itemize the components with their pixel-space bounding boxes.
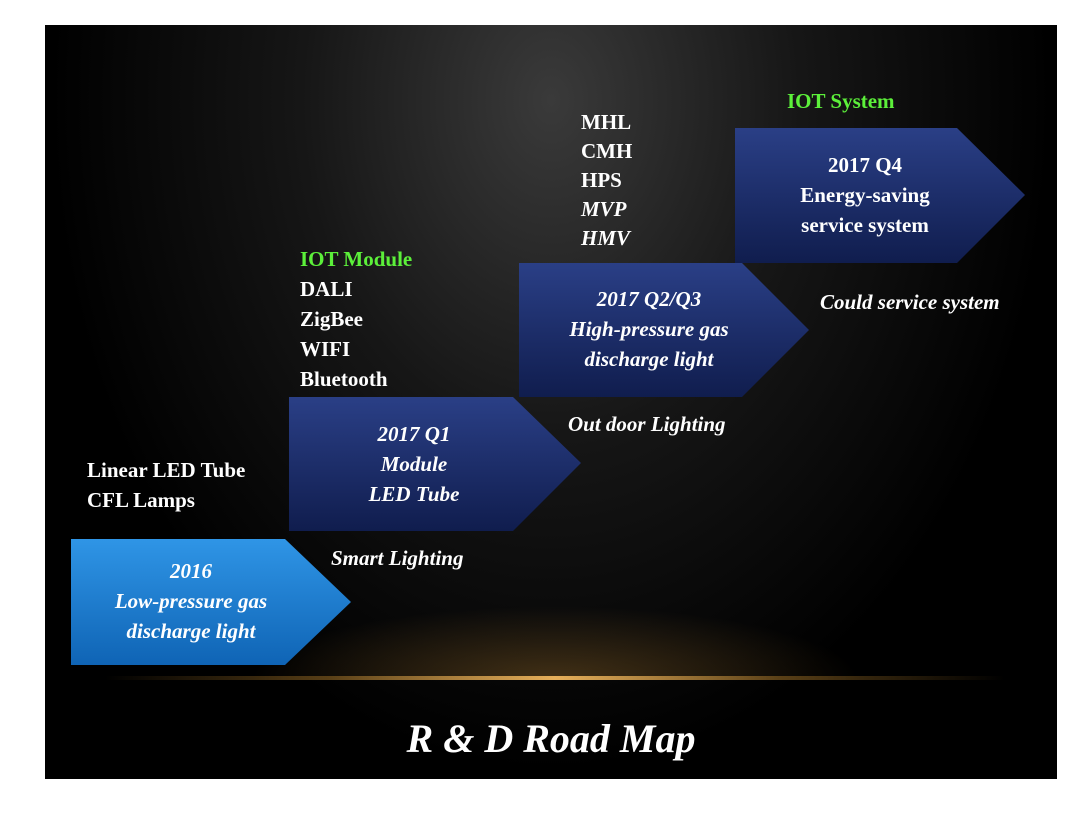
arrows-layer	[71, 128, 1025, 665]
cloud-service-label: Could service system	[820, 290, 1000, 314]
lamp-type-item: HPS	[581, 168, 622, 192]
stage-line: Low-pressure gas	[114, 589, 268, 613]
stage-arrow-2017-q2q3	[519, 263, 809, 397]
product-item: Linear LED Tube	[87, 458, 246, 482]
iot-module-heading: IOT Module	[300, 247, 413, 271]
iot-system-heading: IOT System	[787, 89, 895, 113]
stage-2016-text: 2016 Low-pressure gas discharge light	[71, 556, 311, 646]
stage-line: discharge light	[126, 619, 256, 643]
protocol-item: Bluetooth	[300, 367, 388, 391]
protocol-item: WIFI	[300, 337, 351, 361]
roadmap-slide: 2016 Low-pressure gas discharge light 20…	[45, 25, 1057, 779]
stage-line: LED Tube	[368, 482, 460, 506]
stage-year: 2017 Q2/Q3	[596, 287, 702, 311]
slide-title: R & D Road Map	[406, 716, 696, 761]
outdoor-lighting-label: Out door Lighting	[568, 412, 726, 436]
stage-year: 2017 Q4	[827, 153, 903, 177]
stage-2017-q2q3-text: 2017 Q2/Q3 High-pressure gas discharge l…	[519, 284, 779, 374]
stage-line: discharge light	[584, 347, 714, 371]
stage-line: Energy-saving	[800, 183, 930, 207]
stage-arrow-2016	[71, 539, 351, 665]
stage-line: service system	[801, 213, 929, 237]
lamp-types-list: MHL CMH HPS MVP HMV	[581, 108, 632, 253]
lamp-type-item: MHL	[581, 110, 632, 134]
iot-module-list: IOT Module DALI ZigBee WIFI Bluetooth	[300, 244, 412, 394]
product-item: CFL Lamps	[87, 488, 195, 512]
lamp-type-item: MVP	[581, 197, 627, 221]
floor-glow-line	[105, 676, 1005, 680]
stage-arrow-2017-q4	[735, 128, 1025, 263]
lamp-type-item: CMH	[581, 139, 633, 163]
stage-year: 2016	[170, 559, 212, 583]
products-2016-list: Linear LED Tube CFL Lamps	[87, 455, 245, 515]
stage-year: 2017 Q1	[377, 422, 451, 446]
stage-2017-q1-text: 2017 Q1 Module LED Tube	[289, 419, 539, 509]
lamp-type-item: HMV	[581, 226, 631, 250]
stage-line: Module	[380, 452, 448, 476]
stage-arrow-2017-q1	[289, 397, 581, 531]
stage-line: High-pressure gas	[569, 317, 729, 341]
protocol-item: ZigBee	[300, 307, 363, 331]
protocol-item: DALI	[300, 277, 353, 301]
stage-2017-q4-text: 2017 Q4 Energy-saving service system	[735, 150, 995, 240]
smart-lighting-label: Smart Lighting	[331, 546, 464, 570]
